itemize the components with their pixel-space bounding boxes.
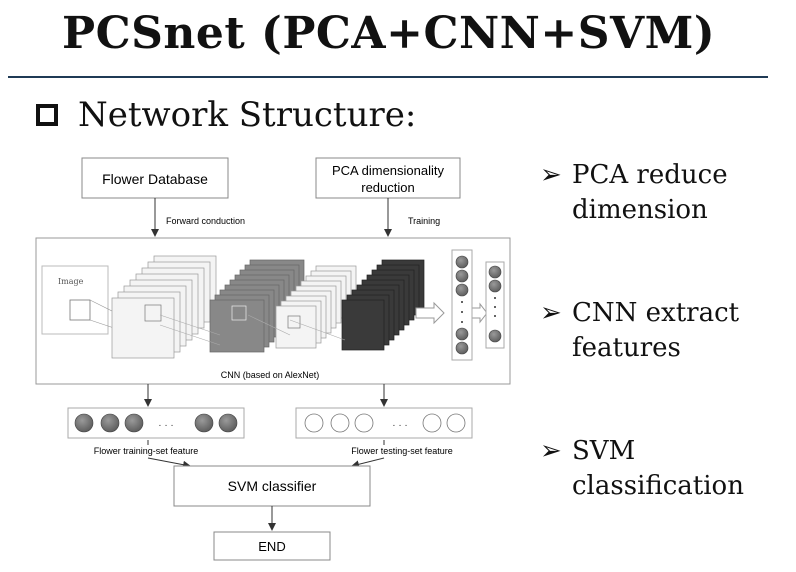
testing-neuron [422, 413, 442, 433]
train-to-svm-arrow [147, 457, 191, 469]
testing-neuron [446, 413, 466, 433]
training-neuron [124, 413, 144, 433]
fc1-dot [461, 311, 463, 313]
conv2-kernel [231, 305, 247, 321]
arrow-bullet-icon: ➢ [540, 436, 562, 466]
cnn-caption: CNN (based on AlexNet) [221, 370, 320, 380]
conv3-kernel [287, 315, 301, 329]
test-to-svm-arrow [351, 457, 385, 469]
training-neuron [74, 413, 94, 433]
feature-map-stacks [111, 255, 425, 359]
fc1-neuron [455, 327, 469, 341]
conv2-map [209, 299, 265, 353]
section-heading-text: Network Structure: [78, 95, 417, 135]
testing-feature-label: Flower testing-set feature [351, 446, 453, 456]
section-heading: Network Structure: [36, 95, 416, 135]
fc1-neuron [455, 341, 469, 355]
testing-feature-vector [295, 407, 473, 439]
training-feature-vector [67, 407, 245, 439]
fc1-neuron [455, 255, 469, 269]
bullet-text: CNN extract features [572, 298, 740, 363]
square-bullet-icon [36, 104, 58, 126]
svm-classifier-label: SVM classifier [228, 478, 317, 494]
fc2-neuron [488, 329, 502, 343]
fc2-dot [494, 306, 496, 308]
testing-neuron [354, 413, 374, 433]
pca-label-line2: reduction [361, 180, 414, 195]
testing-neuron [330, 413, 350, 433]
title-underline [8, 76, 768, 78]
svm-classifier-box [173, 465, 371, 507]
slide-title: PCSnet (PCA+CNN+SVM) [62, 8, 716, 59]
fc2-dot [494, 315, 496, 317]
conv1-map [111, 297, 175, 359]
training-neuron [194, 413, 214, 433]
arrow-bullet-icon: ➢ [540, 298, 562, 328]
training-ellipsis: · · · [158, 420, 174, 431]
fc2-neuron [488, 279, 502, 293]
flower-database-box [81, 157, 229, 199]
fc-neurons [455, 255, 502, 355]
training-neuron [218, 413, 238, 433]
forward-conduction-label: Forward conduction [166, 216, 245, 226]
fc1-dot [461, 301, 463, 303]
pca-label-line1: PCA dimensionality [332, 163, 444, 178]
input-image-label: Image [58, 277, 84, 286]
testing-neuron [304, 413, 324, 433]
pca-box [315, 157, 461, 199]
fc2-neuron [488, 265, 502, 279]
flower-database-label: Flower Database [102, 171, 208, 187]
end-box [213, 531, 331, 561]
training-neuron [100, 413, 120, 433]
bullet-text: SVM classification [572, 436, 744, 501]
receptive-field [69, 299, 91, 321]
conv1-kernel [144, 304, 162, 322]
end-label: END [258, 539, 285, 554]
fc2-dot [494, 297, 496, 299]
arrow-bullet-icon: ➢ [540, 160, 562, 190]
fc1-neuron [455, 269, 469, 283]
to-fc-arrow [415, 301, 445, 325]
fc1-neuron [455, 283, 469, 297]
feature-neurons [74, 413, 466, 433]
bullet-text: PCA reduce dimension [572, 160, 728, 225]
training-feature-label: Flower training-set feature [94, 446, 199, 456]
conv5-map [341, 299, 385, 351]
testing-ellipsis: · · · [392, 420, 408, 431]
training-label: Training [408, 216, 440, 226]
fc1-dot [461, 321, 463, 323]
to-fc2-arrow [471, 302, 488, 324]
